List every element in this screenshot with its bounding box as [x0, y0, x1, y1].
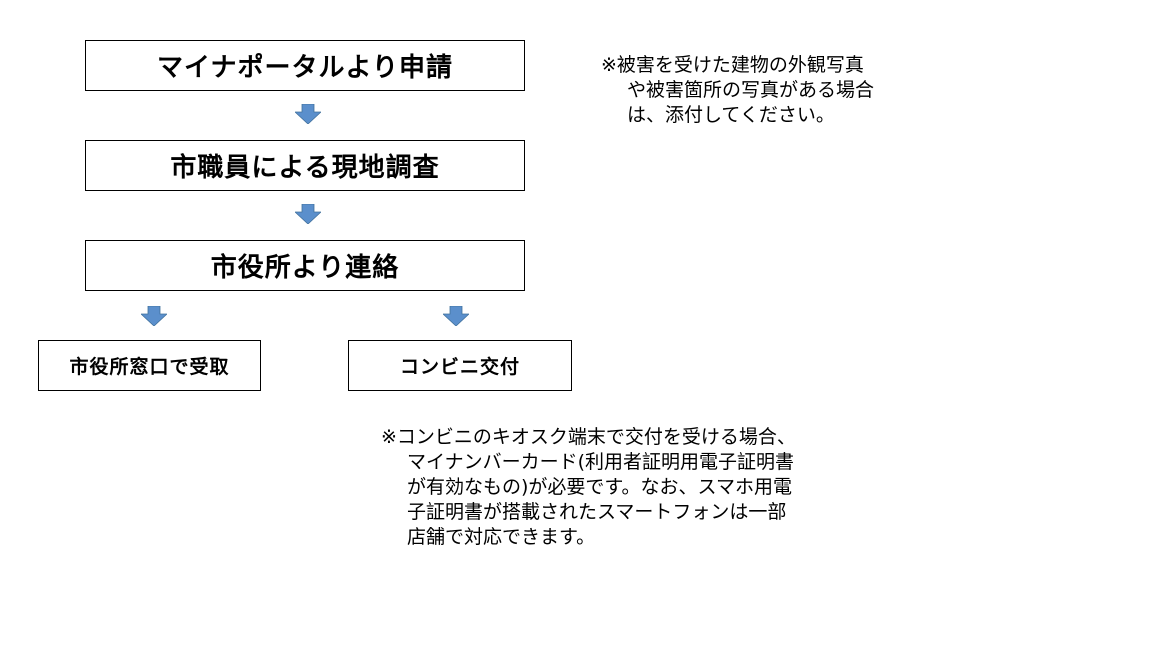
- note-line: ※被害を受けた建物の外観写真: [601, 54, 864, 76]
- step-contact-label: 市役所より連絡: [210, 253, 400, 283]
- arrow-down-icon: [295, 104, 321, 124]
- note-line: 店舗で対応できます。: [407, 526, 596, 548]
- arrow-down-icon: [295, 204, 321, 224]
- convenience-store-note: ※コンビニのキオスク端末で交付を受ける場合、 マイナンバーカード(利用者証明用電…: [381, 425, 796, 550]
- note-line: や被害箇所の写真がある場合: [627, 79, 875, 101]
- step-site-survey: 市職員による現地調査: [85, 140, 525, 191]
- step-survey-label: 市職員による現地調査: [170, 153, 440, 183]
- photo-attachment-note: ※被害を受けた建物の外観写真 や被害箇所の写真がある場合 は、添付してください。: [601, 53, 874, 128]
- note-line: 子証明書が搭載されたスマートフォンは一部: [407, 501, 787, 523]
- step-city-contact: 市役所より連絡: [85, 240, 525, 291]
- step-apply-mynaportal: マイナポータルより申請: [85, 40, 525, 91]
- step-apply-label: マイナポータルより申請: [157, 53, 453, 83]
- branch-counter-label: 市役所窓口で受取: [69, 356, 230, 378]
- note-line: が有効なもの)が必要です。なお、スマホ用電: [407, 476, 792, 498]
- branch-convenience-store: コンビニ交付: [348, 340, 572, 391]
- note-line: は、添付してください。: [627, 104, 835, 126]
- arrow-down-icon: [141, 306, 167, 326]
- arrow-down-icon: [443, 306, 469, 326]
- branch-convenience-label: コンビニ交付: [399, 356, 520, 378]
- note-line: ※コンビニのキオスク端末で交付を受ける場合、: [381, 426, 796, 448]
- note-line: マイナンバーカード(利用者証明用電子証明書: [407, 451, 795, 473]
- branch-city-hall-counter: 市役所窓口で受取: [38, 340, 261, 391]
